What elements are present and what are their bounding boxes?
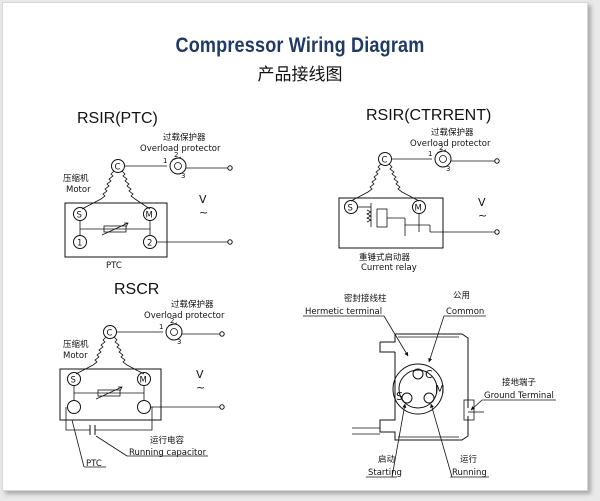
rscr-capacitor-cn: 运行电容: [150, 435, 185, 446]
ptc-terminal-c-label: C: [115, 163, 121, 173]
current-relay-en: Current relay: [361, 263, 417, 273]
running-cn: 运行: [460, 454, 478, 465]
terminal-pin-m: [423, 392, 435, 404]
rscr-box-terminal-2: [137, 400, 151, 414]
rscr-capacitor-en: Running capacitor: [129, 448, 207, 458]
ground-terminal-en: Ground Terminal: [484, 391, 554, 401]
ptc-protector-pin-3: 3: [181, 172, 185, 180]
current-protector-pin-1: 1: [428, 150, 432, 158]
common-cn: 公用: [453, 291, 470, 301]
ptc-thermistor: [103, 225, 127, 233]
current-relay-cn: 重锤式启动器: [359, 252, 411, 263]
rscr-motor-en: Motor: [63, 351, 88, 361]
ptc-protector-pin-1: 1: [163, 157, 167, 165]
terminal-pin-c: [412, 368, 424, 380]
ptc-ac-symbol: ~: [199, 206, 208, 219]
ptc-motor-cn: 压缩机: [63, 173, 89, 184]
diagram-frame: [2, 2, 588, 491]
ptc-protector-pin-2: 2: [174, 151, 178, 159]
terminal-disk-outer: [392, 363, 444, 415]
current-line-terminal-top: [494, 158, 500, 164]
ground-terminal-tab: [463, 399, 475, 421]
rscr-terminal-c-label: C: [107, 329, 113, 339]
rsir-ptc-heading: RSIR(PTC): [77, 110, 158, 127]
current-relay-box: [338, 197, 444, 249]
starting-en: Starting: [368, 468, 402, 478]
ptc-box-terminal-1-label: 1: [77, 239, 82, 249]
current-protector-cn: 过载保护器: [431, 127, 474, 138]
rscr-protector-pin-2: 2: [170, 317, 174, 325]
rscr-run-winding: [113, 336, 145, 375]
ground-terminal-cn: 接地端子: [502, 377, 537, 388]
ptc-run-winding: [121, 170, 151, 210]
rscr-ptc-label: PTC: [86, 459, 102, 469]
ptc-box-terminal-2-label: 2: [147, 239, 152, 249]
rscr-heading: RSCR: [114, 281, 159, 298]
hermetic-terminal-drawing: 密封接线柱 Hermetic terminal 公用 Common C S M …: [303, 291, 556, 478]
current-protector-pin-2: 2: [439, 144, 443, 152]
current-voltage-label: V: [478, 196, 486, 209]
rscr-voltage-label: V: [196, 368, 204, 381]
ptc-label: PTC: [106, 261, 122, 271]
current-terminal-c-label: C: [382, 156, 388, 166]
ptc-line-terminal-bottom: [227, 239, 233, 245]
hermetic-terminal-en: Hermetic terminal: [305, 307, 382, 317]
rsir-ptc-diagram: RSIR(PTC) 过载保护器 Overload protector 压缩机 M…: [63, 110, 233, 271]
rscr-motor-cn: 压缩机: [63, 339, 89, 350]
ptc-protector-en: Overload protector: [140, 144, 221, 154]
current-relay-armature: [376, 208, 388, 228]
ptc-motor-en: Motor: [66, 185, 91, 195]
current-start-winding: [350, 163, 382, 202]
ptc-voltage-label: V: [199, 193, 207, 206]
current-terminal-m-label: M: [415, 204, 422, 214]
current-relay-coil: [366, 203, 372, 227]
rscr-thermistor: [97, 389, 121, 397]
title-english: Compressor Wiring Diagram: [175, 34, 425, 57]
rscr-start-winding: [75, 336, 107, 375]
rscr-line-terminal-bottom: [219, 404, 225, 410]
rscr-diagram: RSCR 过载保护器 Overload protector 压缩机 Motor …: [59, 281, 225, 469]
ptc-box-terminal-1: [73, 235, 87, 249]
terminal-housing: [380, 333, 469, 408]
rscr-ptc-box: [59, 368, 162, 421]
rscr-protector-pin-3: 3: [177, 338, 181, 346]
rscr-terminal-s-label: S: [71, 376, 76, 386]
current-terminal-s-label: S: [348, 204, 353, 214]
rsir-current-diagram: RSIR(CTRRENT) 过载保护器 Overload protector C…: [338, 107, 500, 273]
rscr-line-terminal-top: [219, 331, 225, 337]
current-ac-symbol: ~: [478, 209, 487, 222]
ptc-protector-cn: 过载保护器: [163, 132, 206, 143]
current-run-winding: [388, 163, 420, 202]
rscr-protector-cn: 过载保护器: [171, 299, 214, 310]
current-protector-en: Overload protector: [410, 139, 491, 149]
ptc-terminal-s-label: S: [77, 211, 82, 221]
ptc-box: [64, 202, 168, 258]
title-chinese: 产品接线图: [257, 65, 343, 85]
current-protector-pin-3: 3: [446, 165, 450, 173]
terminal-pin-m-label: M: [435, 383, 445, 396]
terminal-pin-c-label: C: [425, 368, 433, 381]
rscr-protector-pin-1: 1: [159, 323, 163, 331]
running-en: Running: [452, 468, 487, 478]
terminal-disk-inner: [398, 369, 438, 409]
rscr-protector-en: Overload protector: [144, 311, 225, 321]
rscr-terminal-m-label: M: [140, 376, 147, 386]
current-line-terminal-bottom: [494, 229, 500, 235]
ptc-terminal-m-label: M: [146, 211, 153, 221]
starting-cn: 启动: [378, 454, 396, 465]
rscr-ac-symbol: ~: [196, 381, 205, 394]
common-en: Common: [446, 307, 484, 317]
rsir-current-heading: RSIR(CTRRENT): [366, 107, 491, 124]
rscr-box-terminal-1: [67, 400, 81, 414]
ptc-line-terminal-top: [227, 165, 233, 171]
hermetic-terminal-cn: 密封接线柱: [344, 293, 387, 304]
terminal-pin-s-label: S: [396, 390, 403, 403]
terminal-pin-s: [401, 392, 413, 404]
ptc-start-winding: [81, 170, 115, 210]
